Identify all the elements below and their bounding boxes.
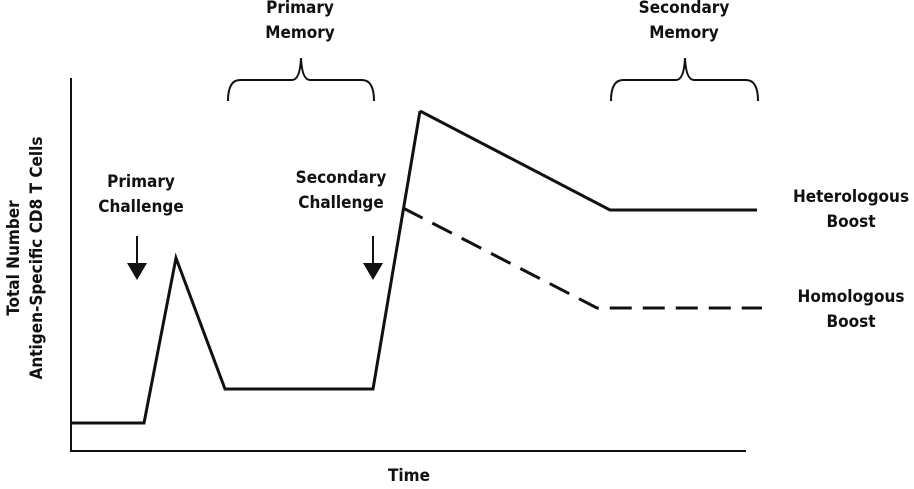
secondary-memory-bracket bbox=[610, 57, 759, 102]
primary-memory-label-line2: Memory bbox=[265, 23, 335, 43]
secondary-challenge-arrow bbox=[363, 236, 383, 280]
heterologous-boost-label: Heterologous Boost bbox=[793, 185, 909, 235]
secondary-challenge-label-line2: Challenge bbox=[298, 193, 384, 213]
y-axis-label: Total Number Antigen-Specific CD8 T Cell… bbox=[3, 136, 49, 379]
response-curve bbox=[71, 110, 422, 425]
primary-memory-label: Primary Memory bbox=[265, 0, 335, 46]
y-axis-label-line1: Total Number bbox=[4, 200, 24, 316]
secondary-memory-label: Secondary Memory bbox=[639, 0, 730, 46]
heterologous-boost-label-line2: Boost bbox=[826, 212, 876, 232]
primary-challenge-arrow bbox=[127, 236, 147, 280]
primary-challenge-label-line1: Primary bbox=[107, 172, 175, 192]
homologous-boost-label-line1: Homologous bbox=[797, 287, 905, 307]
y-axis-label-line2: Antigen-Specific CD8 T Cells bbox=[27, 136, 47, 380]
primary-challenge-label-line2: Challenge bbox=[98, 197, 184, 217]
primary-challenge-label: Primary Challenge bbox=[98, 170, 184, 220]
homologous-boost-label: Homologous Boost bbox=[798, 285, 905, 335]
primary-memory-bracket bbox=[227, 57, 375, 102]
primary-memory-label-line1: Primary bbox=[266, 0, 334, 18]
secondary-memory-label-line2: Memory bbox=[649, 23, 719, 43]
homologous-curve bbox=[402, 206, 762, 310]
heterologous-curve bbox=[419, 109, 757, 212]
x-axis-label: Time bbox=[388, 466, 430, 486]
secondary-challenge-label-line1: Secondary bbox=[295, 168, 387, 188]
heterologous-boost-label-line1: Heterologous bbox=[792, 187, 910, 207]
secondary-memory-label-line1: Secondary bbox=[638, 0, 730, 18]
secondary-challenge-label: Secondary Challenge bbox=[296, 166, 387, 216]
homologous-boost-label-line2: Boost bbox=[826, 312, 876, 332]
